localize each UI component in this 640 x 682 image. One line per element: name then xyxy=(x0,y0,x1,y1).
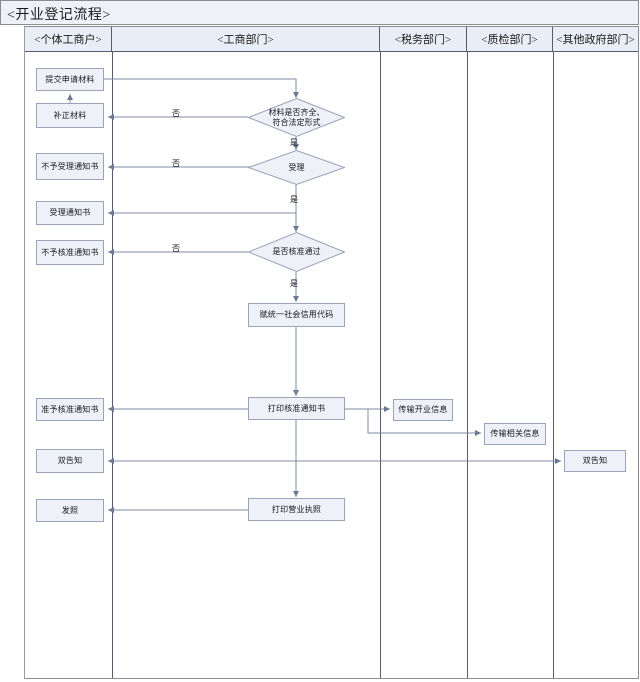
edge-label-no-2: 否 xyxy=(172,159,180,168)
node-transmit-related-info[interactable]: 传输相关信息 xyxy=(484,423,546,445)
node-rejection-acceptance-notice[interactable]: 不予受理通知书 xyxy=(36,153,104,180)
node-print-business-license-label: 打印营业执照 xyxy=(271,504,322,514)
edge-label-no-1: 否 xyxy=(172,109,180,118)
lane-header-other-label: <其他政府部门> xyxy=(556,34,635,46)
edge-label-yes-1: 是 xyxy=(290,138,298,147)
diagram-title: <开业登记流程> xyxy=(7,8,111,23)
node-rejection-acceptance-notice-label: 不予受理通知书 xyxy=(41,161,99,171)
edge-label-yes-2: 是 xyxy=(290,195,298,204)
node-approval-notice[interactable]: 准予核准通知书 xyxy=(36,398,104,421)
node-correct-materials[interactable]: 补正材料 xyxy=(36,103,104,128)
lane-header-tax: <税务部门> xyxy=(380,27,467,52)
node-transmit-related-info-label: 传输相关信息 xyxy=(490,429,540,439)
node-transmit-opening-info-label: 传输开业信息 xyxy=(398,405,448,415)
lane-header-applicant: <个体工商户> xyxy=(25,27,112,52)
node-assign-credit-code[interactable]: 赋统一社会信用代码 xyxy=(248,303,345,327)
decision-materials-complete-label: 材料是否齐全、符合法定形式 xyxy=(268,107,325,127)
pool-left-gutter xyxy=(0,26,25,679)
node-dual-notification-applicant[interactable]: 双告知 xyxy=(36,449,104,473)
node-assign-credit-code-label: 赋统一社会信用代码 xyxy=(259,310,334,320)
node-transmit-opening-info[interactable]: 传输开业信息 xyxy=(393,399,453,421)
lane-header-other: <其他政府部门> xyxy=(553,27,638,52)
node-correct-materials-label: 补正材料 xyxy=(53,110,87,120)
node-issue-license[interactable]: 发照 xyxy=(36,499,104,522)
node-print-approval-notice-label: 打印核准通知书 xyxy=(267,403,326,413)
node-dual-notification-other[interactable]: 双告知 xyxy=(564,450,626,472)
lane-header-aic-label: <工商部门> xyxy=(217,34,274,46)
lane-divider-tax-quality xyxy=(467,52,468,678)
node-dual-notification-applicant-label: 双告知 xyxy=(57,456,83,466)
node-print-approval-notice[interactable]: 打印核准通知书 xyxy=(248,397,345,420)
node-disapproval-notice-label: 不予核准通知书 xyxy=(41,247,99,257)
edge-label-no-3: 否 xyxy=(172,244,180,253)
node-acceptance-notice[interactable]: 受理通知书 xyxy=(36,201,104,225)
node-issue-license-label: 发照 xyxy=(61,505,79,515)
lane-header-aic: <工商部门> xyxy=(112,27,380,52)
node-approval-notice-label: 准予核准通知书 xyxy=(41,404,99,414)
decision-approval-passed[interactable]: 是否核准通过 xyxy=(248,232,345,272)
lane-header-applicant-label: <个体工商户> xyxy=(34,34,102,46)
lane-divider-quality-other xyxy=(553,52,554,678)
edge-label-yes-3: 是 xyxy=(290,279,298,288)
pool-frame xyxy=(0,26,639,679)
diagram-title-bar: <开业登记流程> xyxy=(0,0,639,25)
node-submit-application[interactable]: 提交申请材料 xyxy=(36,68,104,91)
decision-accept[interactable]: 受理 xyxy=(248,150,345,185)
node-submit-application-label: 提交申请材料 xyxy=(45,74,95,84)
lane-divider-applicant-aic xyxy=(112,52,113,678)
decision-accept-label: 受理 xyxy=(288,162,305,172)
lane-header-tax-label: <税务部门> xyxy=(394,34,452,46)
lane-header-quality: <质检部门> xyxy=(467,27,553,52)
node-disapproval-notice[interactable]: 不予核准通知书 xyxy=(36,240,104,265)
decision-approval-passed-label: 是否核准通过 xyxy=(272,247,321,257)
decision-materials-complete[interactable]: 材料是否齐全、符合法定形式 xyxy=(248,98,345,137)
lane-divider-aic-tax xyxy=(380,52,381,678)
node-print-business-license[interactable]: 打印营业执照 xyxy=(248,498,345,521)
node-dual-notification-other-label: 双告知 xyxy=(582,456,608,466)
node-acceptance-notice-label: 受理通知书 xyxy=(49,208,91,218)
lane-header-quality-label: <质检部门> xyxy=(481,34,538,46)
